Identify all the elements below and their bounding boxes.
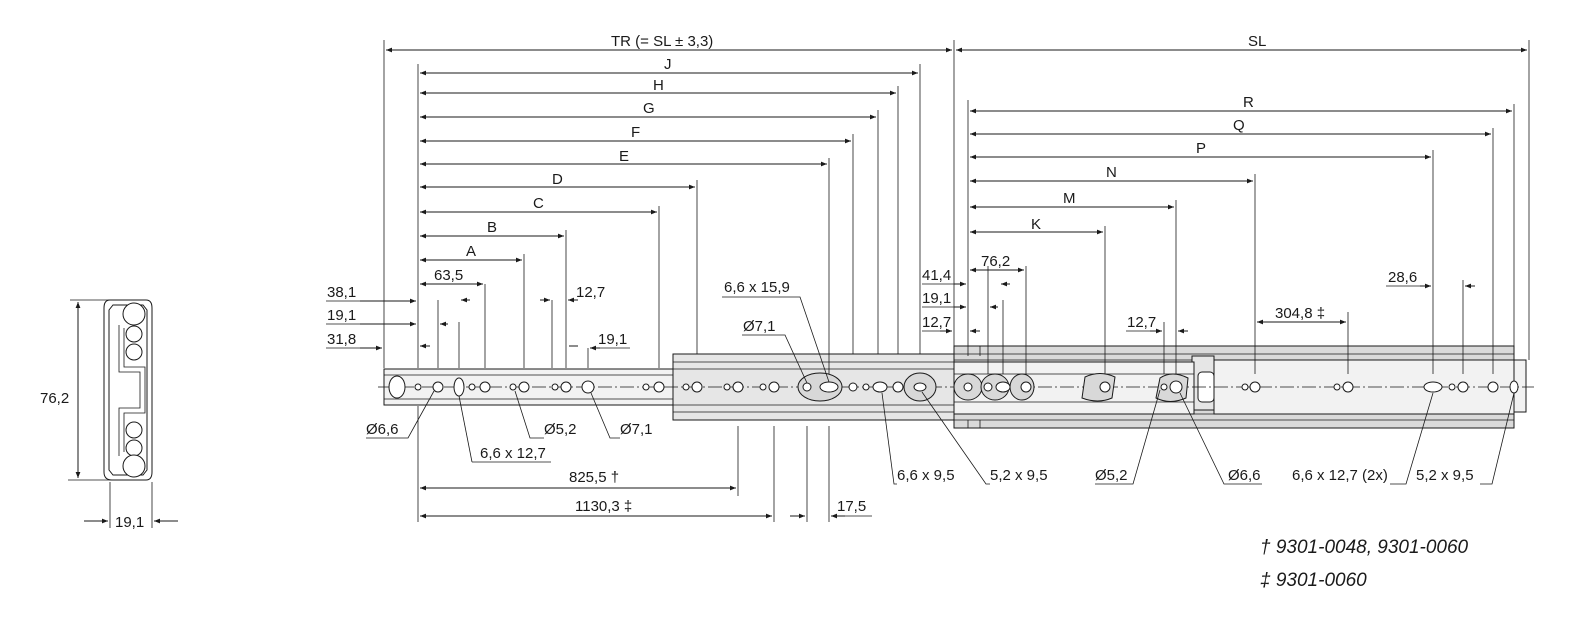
dim-j-label: J — [664, 56, 672, 73]
hole-6-6x12-7-label: 6,6 x 12,7 — [480, 445, 546, 462]
dim-n-label: N — [1106, 164, 1117, 181]
footnote-dagger: † 9301-0048, 9301-0060 — [1260, 537, 1469, 558]
bottom-dimensions — [417, 406, 872, 522]
top-dimensions — [383, 40, 1530, 374]
dim-h-label: H — [653, 77, 664, 94]
dim-63-5-label: 63,5 — [434, 267, 463, 284]
hole-dia-7-1-top-label: Ø7,1 — [743, 318, 776, 335]
dim-825-5-label: 825,5 † — [569, 469, 619, 486]
dim-28-6-label: 28,6 — [1388, 269, 1417, 286]
dim-d-label: D — [552, 171, 563, 188]
hole-dia-7-1-bottom-label: Ø7,1 — [620, 421, 653, 438]
dim-17-5-label: 17,5 — [837, 498, 866, 515]
footnote-double-dagger: ‡ 9301-0060 — [1260, 570, 1367, 591]
hole-dia-6-6-left-label: Ø6,6 — [366, 421, 399, 438]
dim-12-7-mid-label: 12,7 — [922, 314, 951, 331]
dim-tr-label: TR (= SL ± 3,3) — [611, 33, 713, 50]
hole-6-6x12-7-2x-label: 6,6 x 12,7 (2x) — [1292, 467, 1388, 484]
hole-5-2x9-5-right-label: 5,2 x 9,5 — [1416, 467, 1474, 484]
dim-r-label: R — [1243, 94, 1254, 111]
dim-31-8-label: 31,8 — [327, 331, 356, 348]
mid-dimensions — [922, 266, 1475, 374]
dim-41-4-label: 41,4 — [922, 267, 951, 284]
hole-dia-5-2-left-label: Ø5,2 — [544, 421, 577, 438]
dim-a-label: A — [466, 243, 476, 260]
dim-q-label: Q — [1233, 117, 1245, 134]
hole-5-2x9-5-label: 5,2 x 9,5 — [990, 467, 1048, 484]
dim-c-label: C — [533, 195, 544, 212]
dim-19-1b-label: 19,1 — [598, 331, 627, 348]
hole-dia-6-6-right-label: Ø6,6 — [1228, 467, 1261, 484]
hole-6-6x9-5-label: 6,6 x 9,5 — [897, 467, 955, 484]
dim-1130-3-label: 1130,3 ‡ — [575, 498, 632, 515]
hole-6-6x15-9-label: 6,6 x 15,9 — [724, 279, 790, 296]
dim-19-1-mid-label: 19,1 — [922, 290, 951, 307]
cross-section-view — [68, 299, 178, 528]
hole-dia-5-2-right-label: Ø5,2 — [1095, 467, 1128, 484]
mounting-holes — [388, 372, 1519, 402]
dim-12-7-label: 12,7 — [576, 284, 605, 301]
dim-g-label: G — [643, 100, 655, 117]
section-width-label: 19,1 — [115, 514, 144, 531]
dim-38-1-label: 38,1 — [327, 284, 356, 301]
dim-b-label: B — [487, 219, 497, 236]
dim-f-label: F — [631, 124, 640, 141]
dim-12-7b-label: 12,7 — [1127, 314, 1156, 331]
dim-19-1-label: 19,1 — [327, 307, 356, 324]
dim-m-label: M — [1063, 190, 1076, 207]
dim-e-label: E — [619, 148, 629, 165]
dim-304-8-label: 304,8 ‡ — [1275, 305, 1325, 322]
dim-k-label: K — [1031, 216, 1041, 233]
hole-callouts — [366, 296, 1515, 485]
section-height-label: 76,2 — [40, 390, 69, 407]
left-small-dimensions — [326, 281, 630, 368]
dim-p-label: P — [1196, 140, 1206, 157]
dim-sl-label: SL — [1248, 33, 1266, 50]
dim-76-2-label: 76,2 — [981, 253, 1010, 270]
